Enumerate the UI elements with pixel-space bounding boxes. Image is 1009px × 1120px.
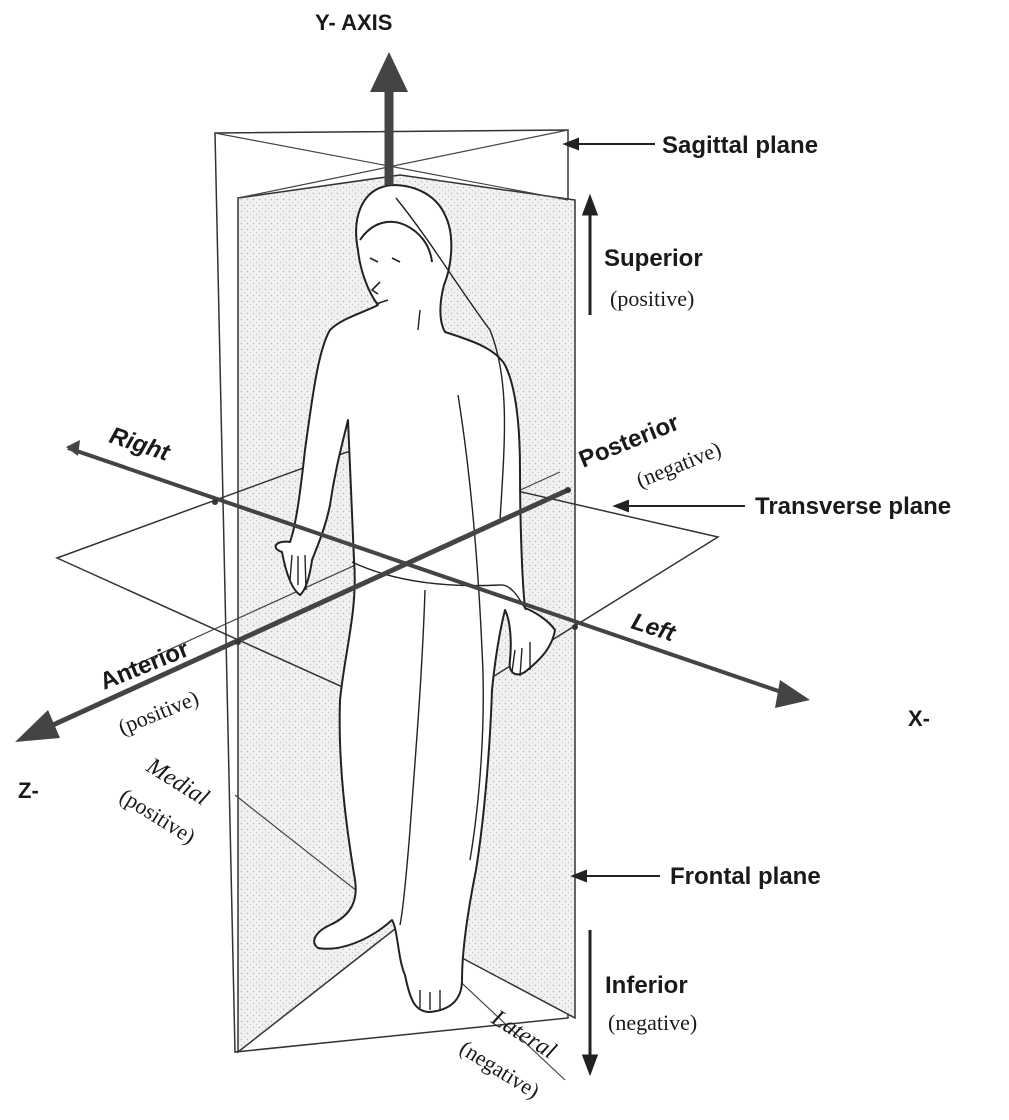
x-axis-label: X- (908, 706, 930, 731)
superior-sign-label: (positive) (610, 286, 694, 311)
direction-arrows (584, 198, 596, 1072)
inferior-sign-label: (negative) (608, 1010, 697, 1035)
right-label: Right (106, 422, 174, 467)
transverse-plane-label: Transverse plane (755, 493, 951, 520)
anterior-label: Anterior (96, 636, 193, 696)
inferior-label: Inferior (605, 972, 688, 999)
superior-label: Superior (604, 245, 703, 272)
frontal-plane-label: Frontal plane (670, 863, 821, 890)
z-axis-label: Z- (18, 778, 39, 803)
y-axis-label: Y- AXIS (315, 10, 392, 35)
y-axis-line (370, 52, 408, 185)
sagittal-plane-label: Sagittal plane (662, 132, 818, 159)
